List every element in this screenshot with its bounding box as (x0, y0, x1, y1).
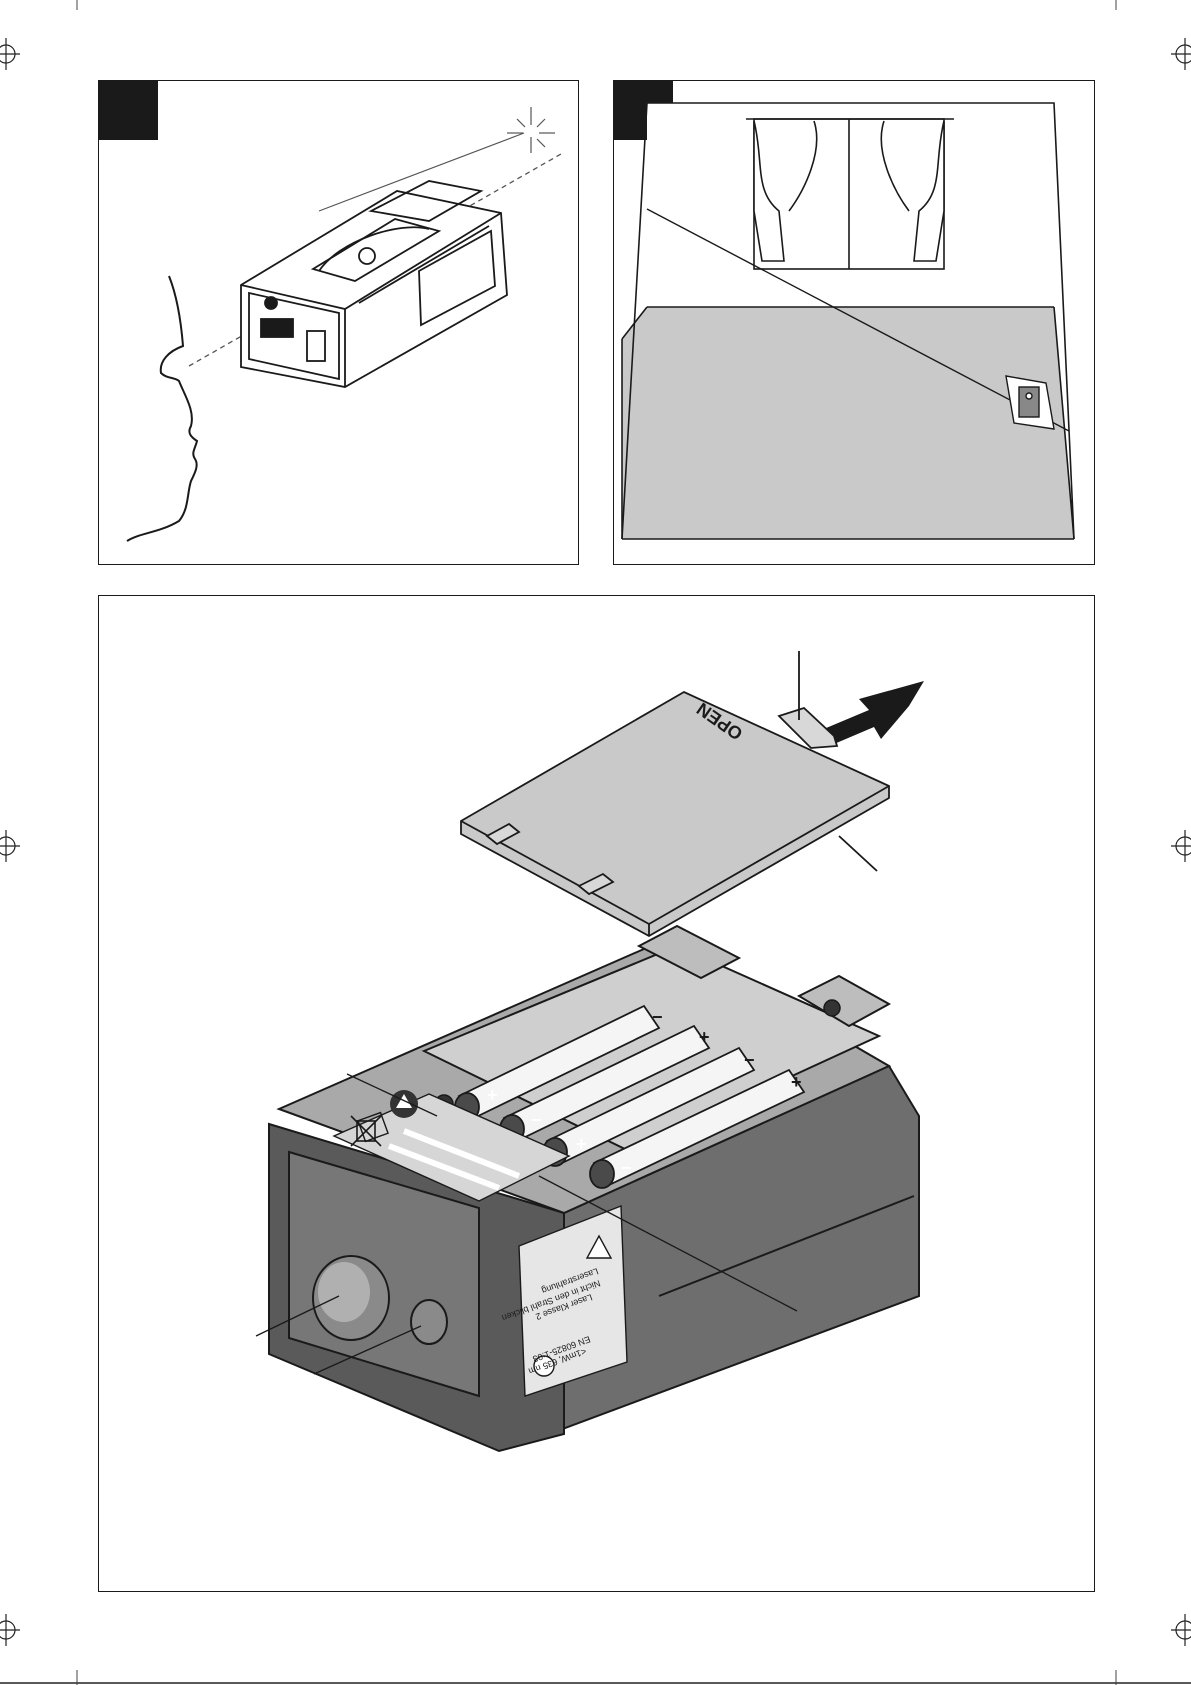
lens-icon (313, 1256, 389, 1340)
room-illustration (614, 81, 1093, 563)
svg-text:+: + (699, 1027, 710, 1047)
figure-battery-replacement: OPEN (98, 595, 1095, 1592)
svg-text:−: − (652, 1007, 663, 1027)
battery-replacement-illustration: OPEN (99, 596, 1093, 1590)
registration-mark-top-left (0, 34, 24, 74)
tripod-thread-rear-icon (824, 1000, 840, 1016)
figure-room-measurement (613, 80, 1095, 565)
room-back-wall (647, 103, 1054, 307)
svg-text:−: − (621, 1158, 632, 1178)
svg-text:+: + (487, 1085, 498, 1105)
trim-marks-top (0, 0, 1191, 12)
registration-mark-bottom-left (0, 1610, 24, 1650)
recycle-icon (390, 1090, 418, 1118)
registration-mark-bottom-right (1167, 1610, 1191, 1650)
trim-marks-bottom (0, 1670, 1191, 1685)
registration-mark-mid-left (0, 826, 24, 866)
laser-spot-icon (507, 107, 555, 153)
svg-text:+: + (791, 1072, 802, 1092)
receiver-lens-icon (411, 1300, 447, 1344)
face-profile (127, 276, 197, 541)
svg-text:−: − (744, 1050, 755, 1070)
registration-mark-mid-right (1167, 826, 1191, 866)
room-floor (622, 307, 1074, 539)
laser-measure-device-small (1006, 376, 1054, 429)
figure-eye-laser-warning (98, 80, 579, 565)
eye-laser-illustration (99, 81, 577, 563)
svg-text:−: − (531, 1110, 542, 1130)
laser-measure-device (241, 181, 507, 387)
battery-cover (461, 651, 889, 936)
svg-text:+: + (576, 1134, 587, 1154)
registration-mark-top-right (1167, 34, 1191, 74)
